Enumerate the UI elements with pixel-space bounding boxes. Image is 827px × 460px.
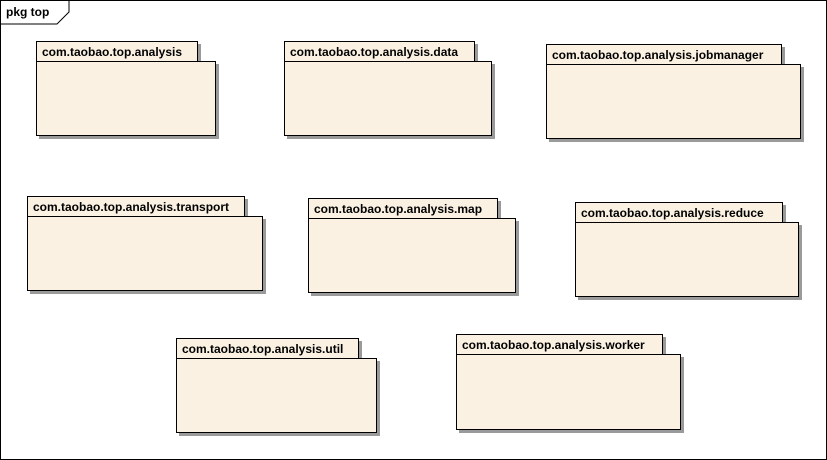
package-label: com.taobao.top.analysis.util (182, 342, 344, 356)
package-label: com.taobao.top.analysis.transport (33, 200, 230, 214)
frame-title: pkg top (6, 5, 50, 19)
package-label: com.taobao.top.analysis.map (314, 202, 483, 216)
package-label: com.taobao.top.analysis.jobmanager (552, 48, 764, 62)
package-label: com.taobao.top.analysis.worker (462, 338, 645, 352)
package-label: com.taobao.top.analysis (42, 45, 183, 59)
package-label: com.taobao.top.analysis.reduce (581, 206, 764, 220)
frame-name-tab: pkg top (1, 1, 71, 25)
package-label: com.taobao.top.analysis.data (290, 45, 459, 59)
